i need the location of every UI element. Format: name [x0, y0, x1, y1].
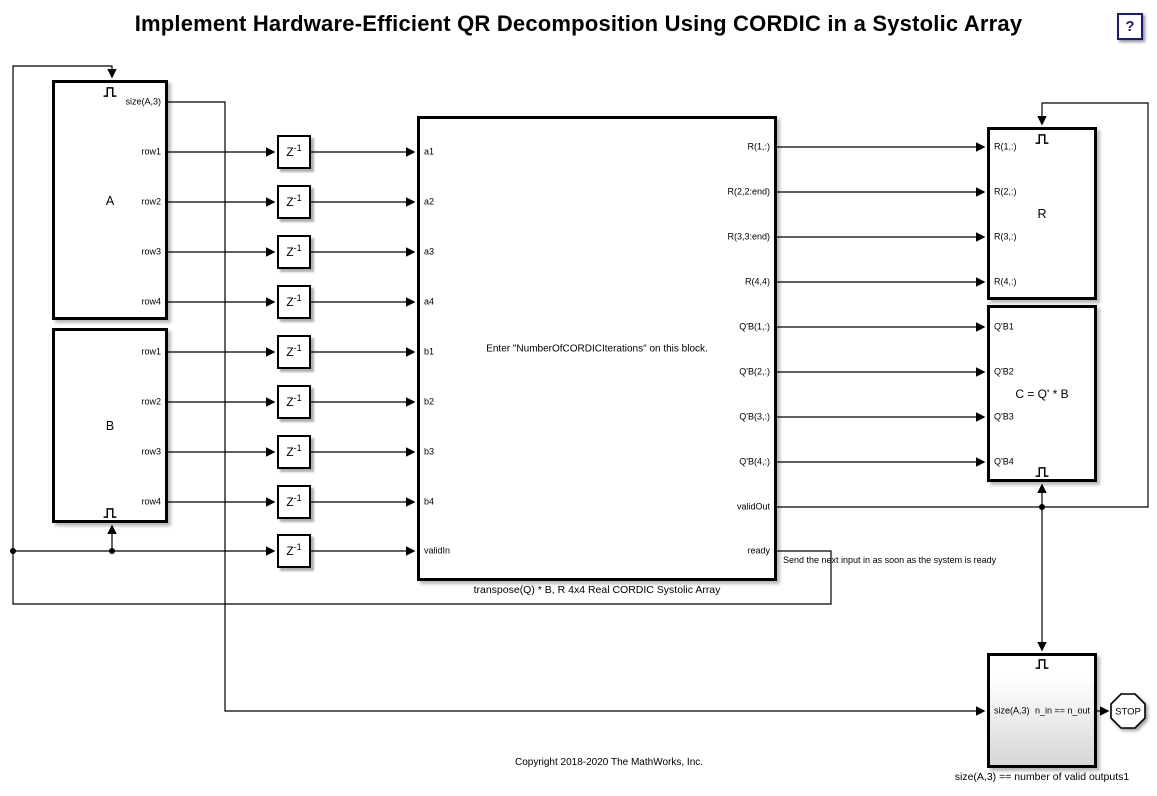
valid-count-check-caption: size(A,3) == number of valid outputs1	[954, 771, 1130, 783]
wire-validout-r-trigger	[777, 102, 1149, 508]
block-label: A	[105, 194, 115, 208]
unit-delay-block[interactable]: Z-1	[277, 435, 311, 469]
wire-size-a3	[168, 101, 986, 716]
unit-delay-block[interactable]: Z-1	[277, 135, 311, 169]
pulse-trigger-icon	[1035, 134, 1049, 144]
stop-label: STOP	[1115, 707, 1141, 718]
model-title: Implement Hardware-Efficient QR Decompos…	[134, 11, 1023, 36]
sink-block-c[interactable]: Q'B1 Q'B2 Q'B3 Q'B4 C = Q' * B	[987, 305, 1097, 482]
port-label: b2	[424, 396, 435, 407]
delay-label: Z-1	[286, 193, 302, 210]
delay-label: Z-1	[286, 493, 302, 510]
port-label: a1	[424, 146, 435, 157]
ready-annotation: Send the next input in as soon as the sy…	[783, 555, 997, 565]
port-label: b1	[424, 346, 435, 357]
junction-dot	[109, 548, 115, 554]
port-label: size(A,3)	[994, 705, 1030, 716]
port-label: Q'B(1,:)	[739, 321, 770, 332]
port-label: R(4,4)	[744, 276, 770, 287]
port-label: validIn	[424, 545, 451, 556]
port-label: row2	[141, 196, 161, 207]
port-label: Q'B2	[994, 366, 1014, 377]
delay-label: Z-1	[286, 343, 302, 360]
port-label: R(2,:)	[994, 186, 1017, 197]
block-label: C = Q' * B	[1015, 387, 1069, 401]
delay-label: Z-1	[286, 243, 302, 260]
pulse-trigger-icon	[103, 508, 117, 518]
port-label: row1	[141, 146, 161, 157]
port-label: R(2,2:end)	[727, 186, 770, 197]
pulse-trigger-icon	[1035, 659, 1049, 669]
delay-label: Z-1	[286, 443, 302, 460]
port-label: ready	[747, 545, 770, 556]
delay-label: Z-1	[286, 393, 302, 410]
port-label: n_in == n_out	[1034, 705, 1090, 716]
port-label: Q'B(2,:)	[739, 366, 770, 377]
stop-simulation-block[interactable]: STOP	[1108, 690, 1148, 732]
unit-delay-block[interactable]: Z-1	[277, 185, 311, 219]
port-label: a2	[424, 196, 435, 207]
port-label: R(3,3:end)	[727, 231, 770, 242]
copyright-annotation: Copyright 2018-2020 The MathWorks, Inc.	[514, 757, 704, 768]
port-label: R(3,:)	[994, 231, 1017, 242]
block-label: B	[105, 419, 115, 433]
port-label: row3	[141, 446, 161, 457]
unit-delay-block[interactable]: Z-1	[277, 534, 311, 568]
port-label: a4	[424, 296, 435, 307]
port-label: row3	[141, 246, 161, 257]
port-label: b3	[424, 446, 435, 457]
pulse-trigger-icon	[103, 87, 117, 97]
port-label: row1	[141, 346, 161, 357]
port-label: R(1,:)	[747, 141, 771, 152]
systolic-array-block[interactable]: a1 a2 a3 a4 b1 b2 b3 b4 validIn R(1,:) R…	[417, 116, 777, 581]
pulse-trigger-icon	[1035, 467, 1049, 477]
port-label: row2	[141, 396, 161, 407]
unit-delay-block[interactable]: Z-1	[277, 335, 311, 369]
block-label: R	[1037, 207, 1047, 221]
unit-delay-block[interactable]: Z-1	[277, 385, 311, 419]
port-label: b4	[424, 496, 435, 507]
delay-label: Z-1	[286, 293, 302, 310]
source-block-b[interactable]: row1 row2 row3 row4 B	[52, 328, 168, 523]
source-block-a[interactable]: size(A,3) row1 row2 row3 row4 A	[52, 80, 168, 320]
port-label: R(1,:)	[994, 141, 1017, 152]
sink-block-r[interactable]: R(1,:) R(2,:) R(3,:) R(4,:) R	[987, 127, 1097, 300]
port-label: size(A,3)	[125, 96, 161, 107]
block-hint-text: Enter "NumberOfCORDICIterations" on this…	[486, 343, 708, 355]
delay-label: Z-1	[286, 542, 302, 559]
unit-delay-block[interactable]: Z-1	[277, 285, 311, 319]
systolic-array-caption: transpose(Q) * B, R 4x4 Real CORDIC Syst…	[473, 584, 721, 596]
port-label: R(4,:)	[994, 276, 1017, 287]
port-label: Q'B3	[994, 411, 1014, 422]
port-label: Q'B4	[994, 456, 1014, 467]
wire-ready-feedback	[12, 65, 832, 605]
port-label: Q'B1	[994, 321, 1014, 332]
port-label: Q'B(4,:)	[739, 456, 770, 467]
port-label: validOut	[736, 501, 770, 512]
help-button[interactable]: ?	[1117, 13, 1143, 40]
valid-count-check-block[interactable]: size(A,3) n_in == n_out	[987, 653, 1097, 768]
port-label: a3	[424, 246, 435, 257]
junction-dot	[10, 548, 16, 554]
junction-dot	[1039, 504, 1045, 510]
port-label: row4	[141, 496, 161, 507]
unit-delay-block[interactable]: Z-1	[277, 485, 311, 519]
port-label: row4	[141, 296, 161, 307]
port-label: Q'B(3,:)	[739, 411, 770, 422]
delay-label: Z-1	[286, 143, 302, 160]
unit-delay-block[interactable]: Z-1	[277, 235, 311, 269]
